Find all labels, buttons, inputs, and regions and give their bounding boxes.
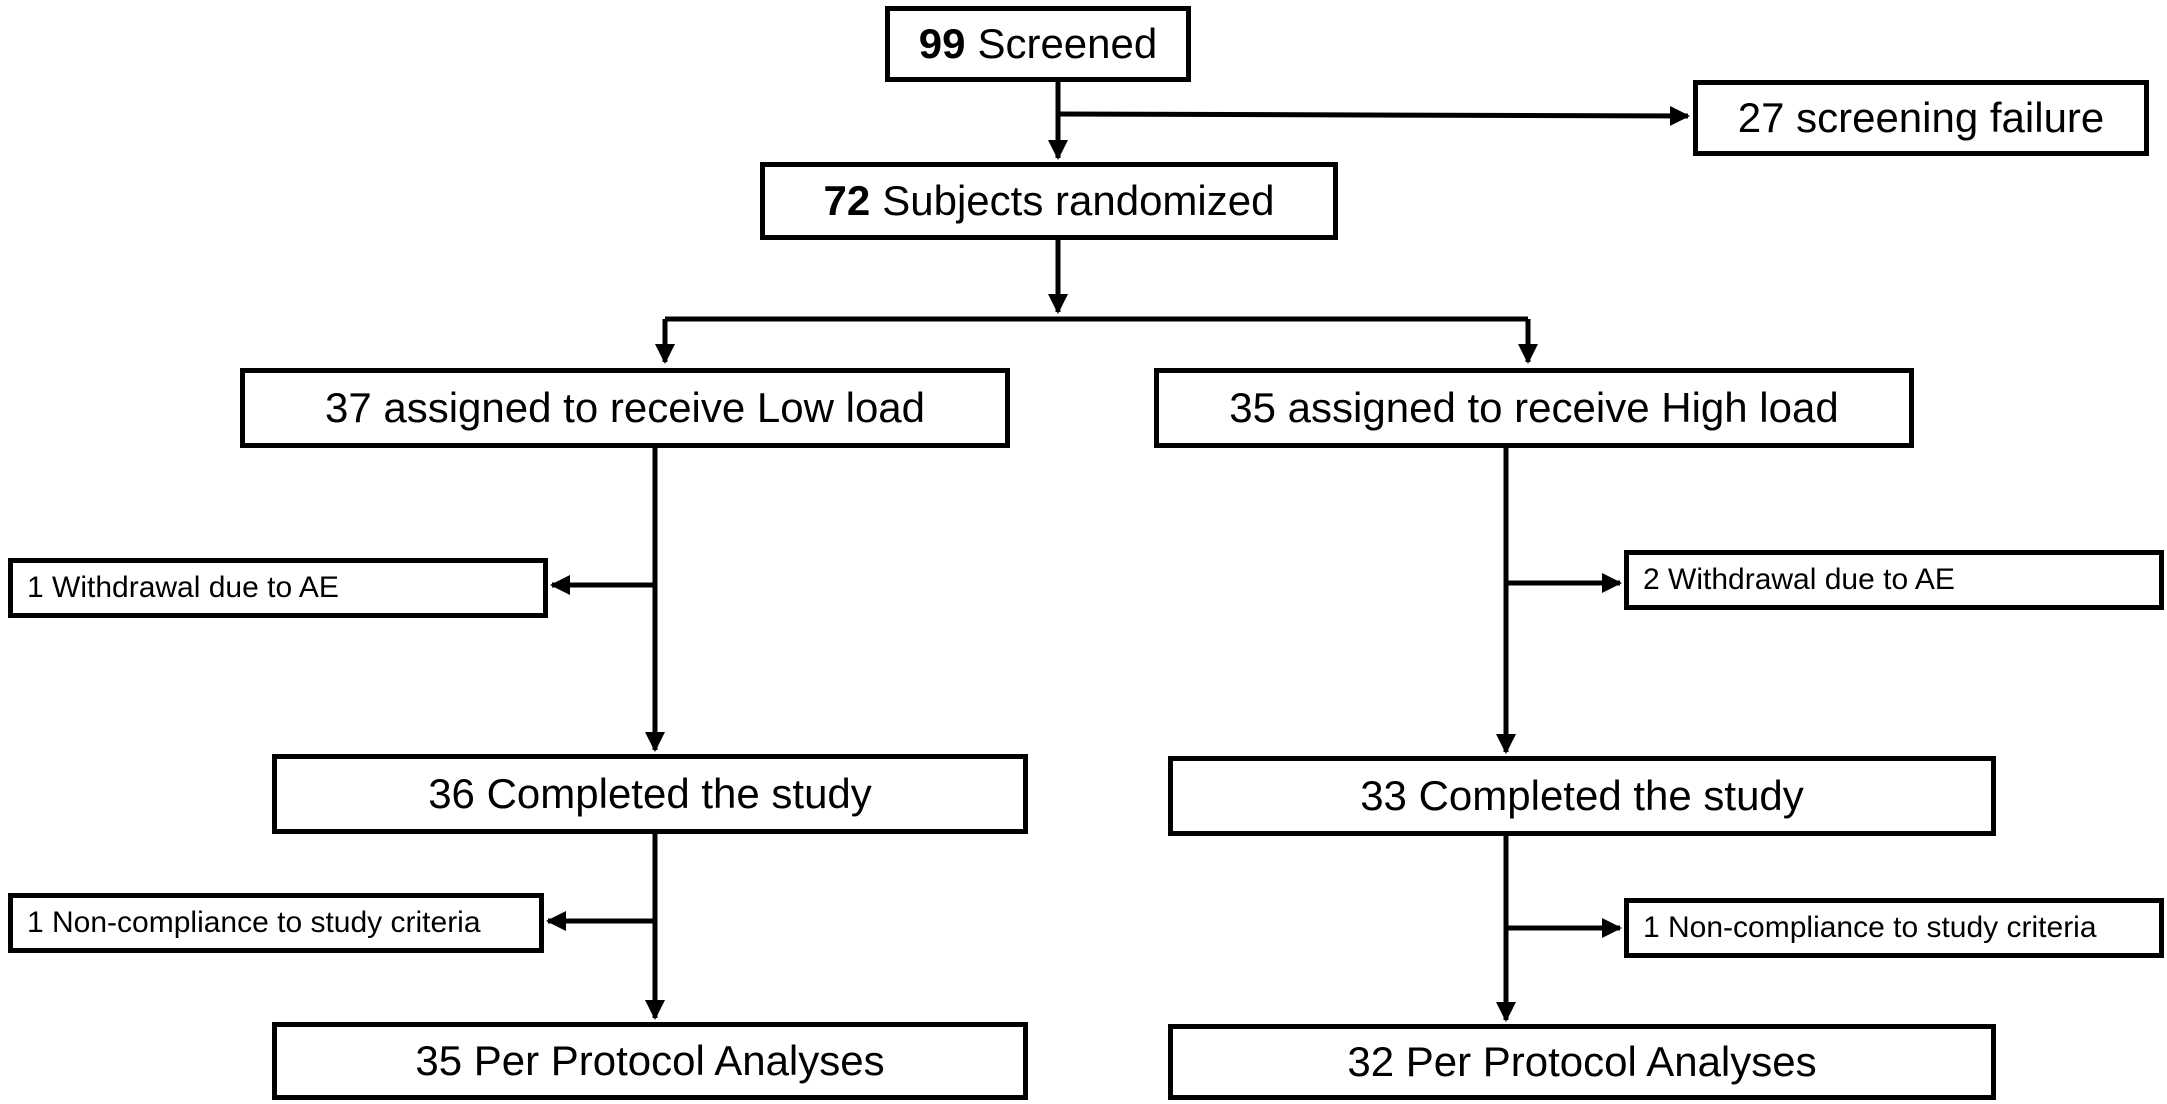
randomized-box: 72 Subjects randomized [760,162,1338,240]
high-load-completed-box: 33 Completed the study [1168,756,1996,836]
screening-failure-box: 27 screening failure [1693,80,2149,156]
low-load-withdrawal-box: 1 Withdrawal due to AE [8,558,548,618]
screened-label: Screened [977,20,1158,67]
low-load-per-protocol-text: 35 Per Protocol Analyses [415,1037,885,1084]
low-load-noncompliance-text: 1 Non-compliance to study criteria [27,906,481,939]
low-load-per-protocol-box: 35 Per Protocol Analyses [272,1022,1028,1100]
randomized-count: 72 [823,177,871,224]
randomized-label: Subjects randomized [882,177,1275,224]
low-load-completed-box: 36 Completed the study [272,754,1028,834]
high-load-completed-text: 33 Completed the study [1360,772,1804,819]
high-load-withdrawal-text: 2 Withdrawal due to AE [1643,563,1955,596]
low-load-withdrawal-text: 1 Withdrawal due to AE [27,571,339,604]
screened-box: 99 Screened [885,6,1191,82]
high-load-noncompliance-text: 1 Non-compliance to study criteria [1643,911,2097,944]
high-load-per-protocol-box: 32 Per Protocol Analyses [1168,1024,1996,1100]
low-load-assigned-box: 37 assigned to receive Low load [240,368,1010,448]
high-load-assigned-text: 35 assigned to receive High load [1229,384,1839,431]
high-load-noncompliance-box: 1 Non-compliance to study criteria [1624,898,2164,958]
screening-failure-text: 27 screening failure [1737,94,2105,141]
screened-count: 99 [918,20,966,67]
high-load-withdrawal-box: 2 Withdrawal due to AE [1624,550,2164,610]
low-load-completed-text: 36 Completed the study [428,770,872,817]
screening-failure-arrow [1057,105,1690,126]
high-load-per-protocol-text: 32 Per Protocol Analyses [1347,1038,1817,1085]
high-load-assigned-box: 35 assigned to receive High load [1154,368,1914,448]
low-load-assigned-text: 37 assigned to receive Low load [324,384,926,431]
low-load-noncompliance-box: 1 Non-compliance to study criteria [8,893,544,953]
